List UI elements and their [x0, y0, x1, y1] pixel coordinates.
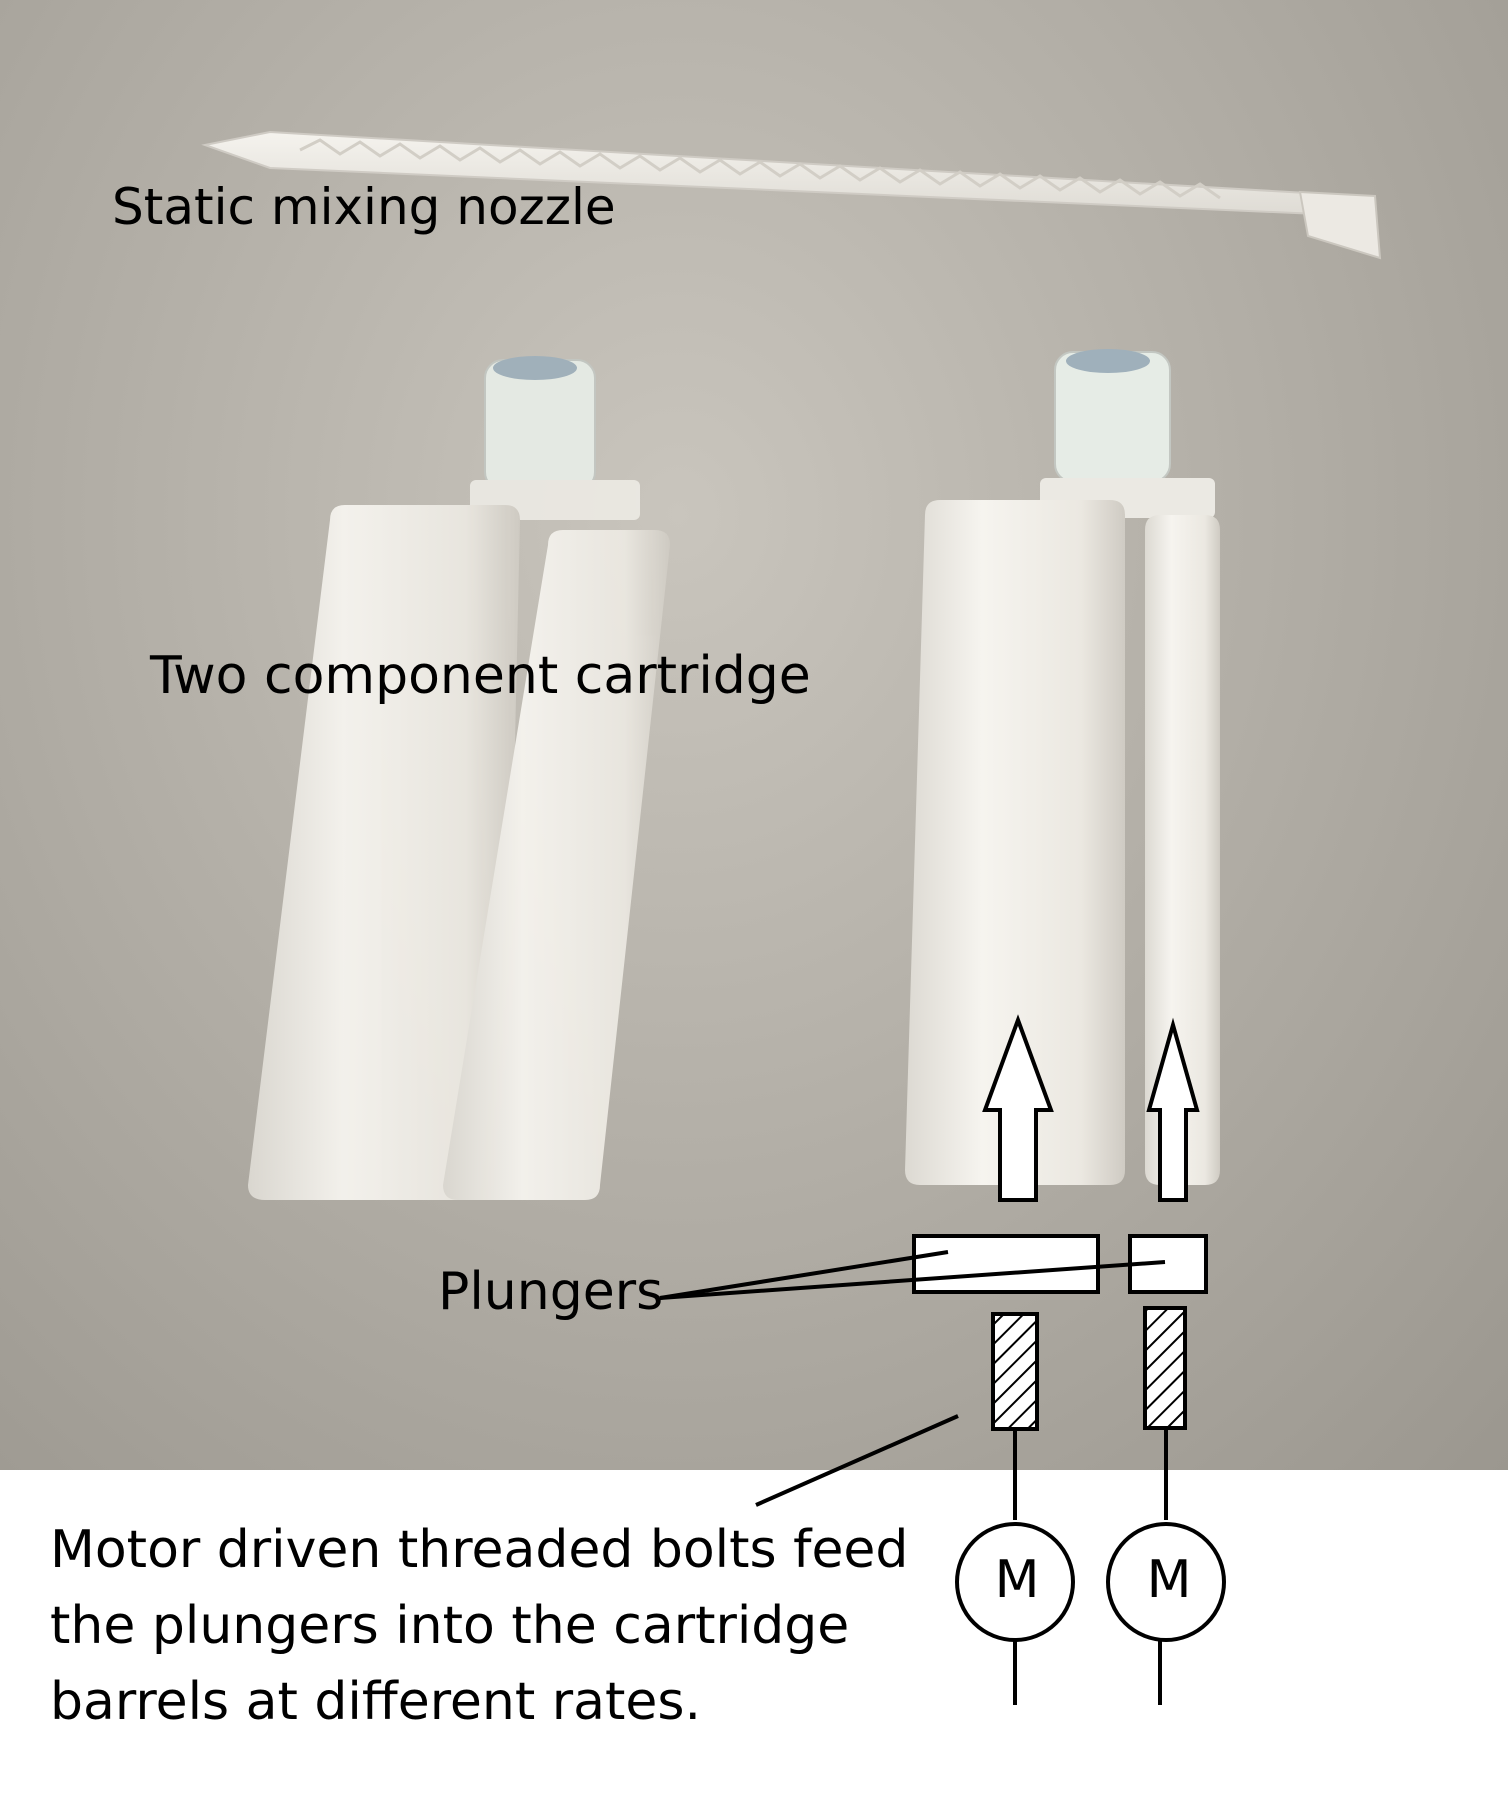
caption-line-3: barrels at different rates. — [50, 1672, 702, 1732]
plungers-label: Plungers — [438, 1262, 664, 1322]
right-cartridge — [905, 349, 1220, 1185]
cartridge-label: Two component cartridge — [150, 646, 811, 706]
left-threaded-bolt — [991, 1312, 1039, 1431]
photo-background — [0, 0, 1508, 1470]
right-threaded-bolt — [1143, 1306, 1187, 1430]
plungers-leader-right — [659, 1260, 1166, 1300]
left-motor-letter: M — [994, 1550, 1040, 1610]
caption-area — [0, 1470, 1508, 1804]
right-motor-letter: M — [1146, 1550, 1192, 1610]
left-push-arrow — [982, 1014, 1054, 1202]
left-plunger — [912, 1234, 1100, 1294]
right-push-arrow — [1146, 1017, 1200, 1202]
caption-text: Motor driven threaded bolts feed the plu… — [50, 1512, 950, 1740]
caption-line-1: Motor driven threaded bolts feed — [50, 1520, 909, 1580]
nozzle-label: Static mixing nozzle — [112, 178, 616, 236]
plungers-leader-left — [659, 1250, 949, 1300]
left-cartridge — [248, 356, 670, 1200]
caption-line-2: the plungers into the cartridge — [50, 1596, 850, 1656]
right-motor-symbol — [1106, 1522, 1226, 1642]
mixing-nozzle — [201, 130, 1382, 260]
bolt-leader-line — [755, 1414, 959, 1507]
